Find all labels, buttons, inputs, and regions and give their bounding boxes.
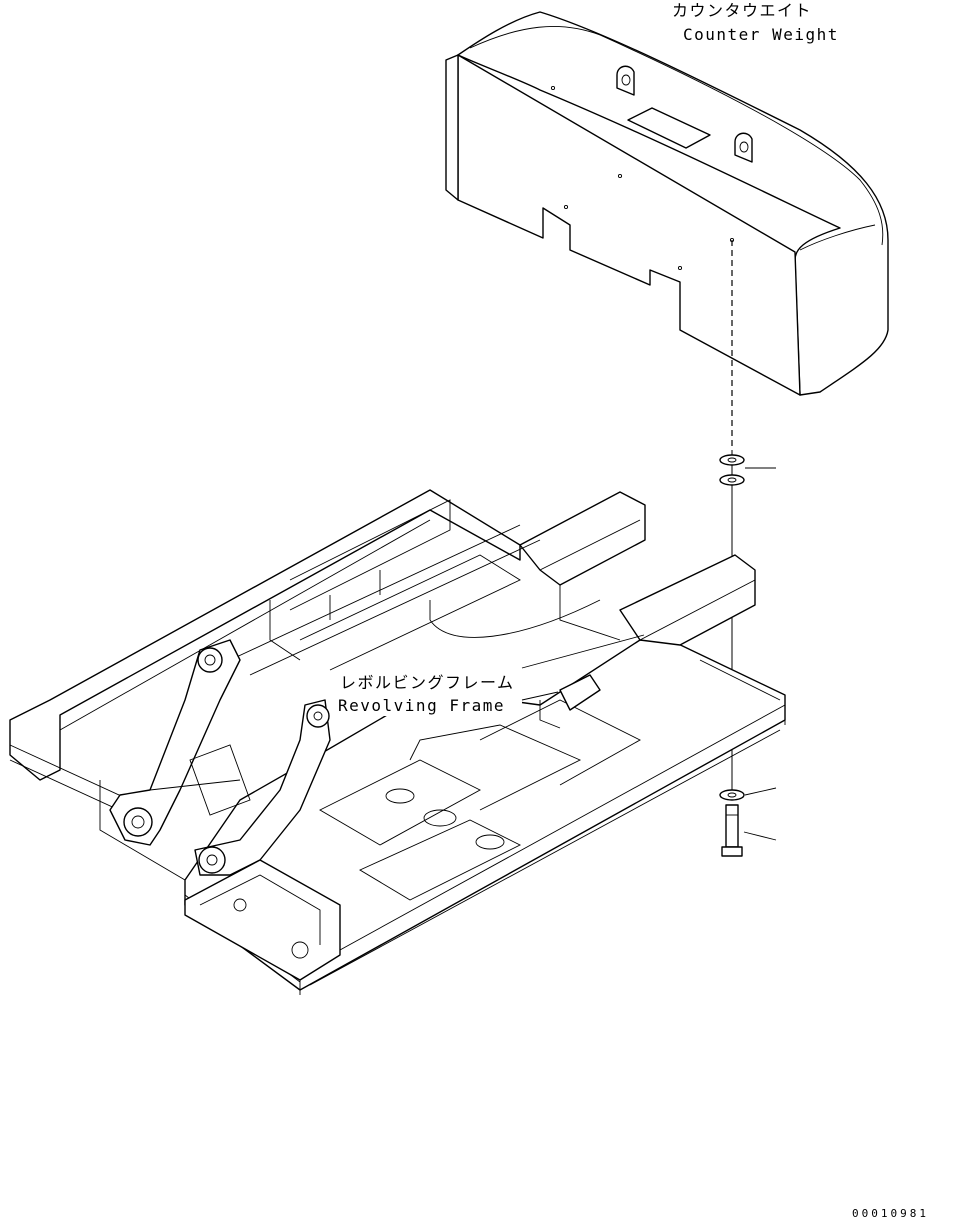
washer-upper-icon (719, 454, 745, 466)
counterweight-label-en: Counter Weight (683, 25, 839, 44)
frame-label-en: Revolving Frame (338, 696, 505, 715)
washer-bottom-icon (719, 789, 745, 801)
washer-lower-icon (719, 474, 745, 486)
lifting-eye-left-icon (616, 65, 635, 96)
bolt-icon (721, 804, 743, 857)
frame-label-jp: レボルビングフレーム (340, 673, 515, 692)
revolving-frame (9, 489, 786, 995)
counterweight (445, 11, 889, 396)
counterweight-label-jp: カウンタウエイト (672, 1, 812, 20)
counterweight-callout: カウンタウエイト Counter Weight (672, 1, 839, 44)
drawing-code: 00010981 (852, 1207, 929, 1219)
frame-callout: レボルビングフレーム Revolving Frame (336, 634, 645, 716)
lifting-eye-right-icon (734, 132, 753, 163)
